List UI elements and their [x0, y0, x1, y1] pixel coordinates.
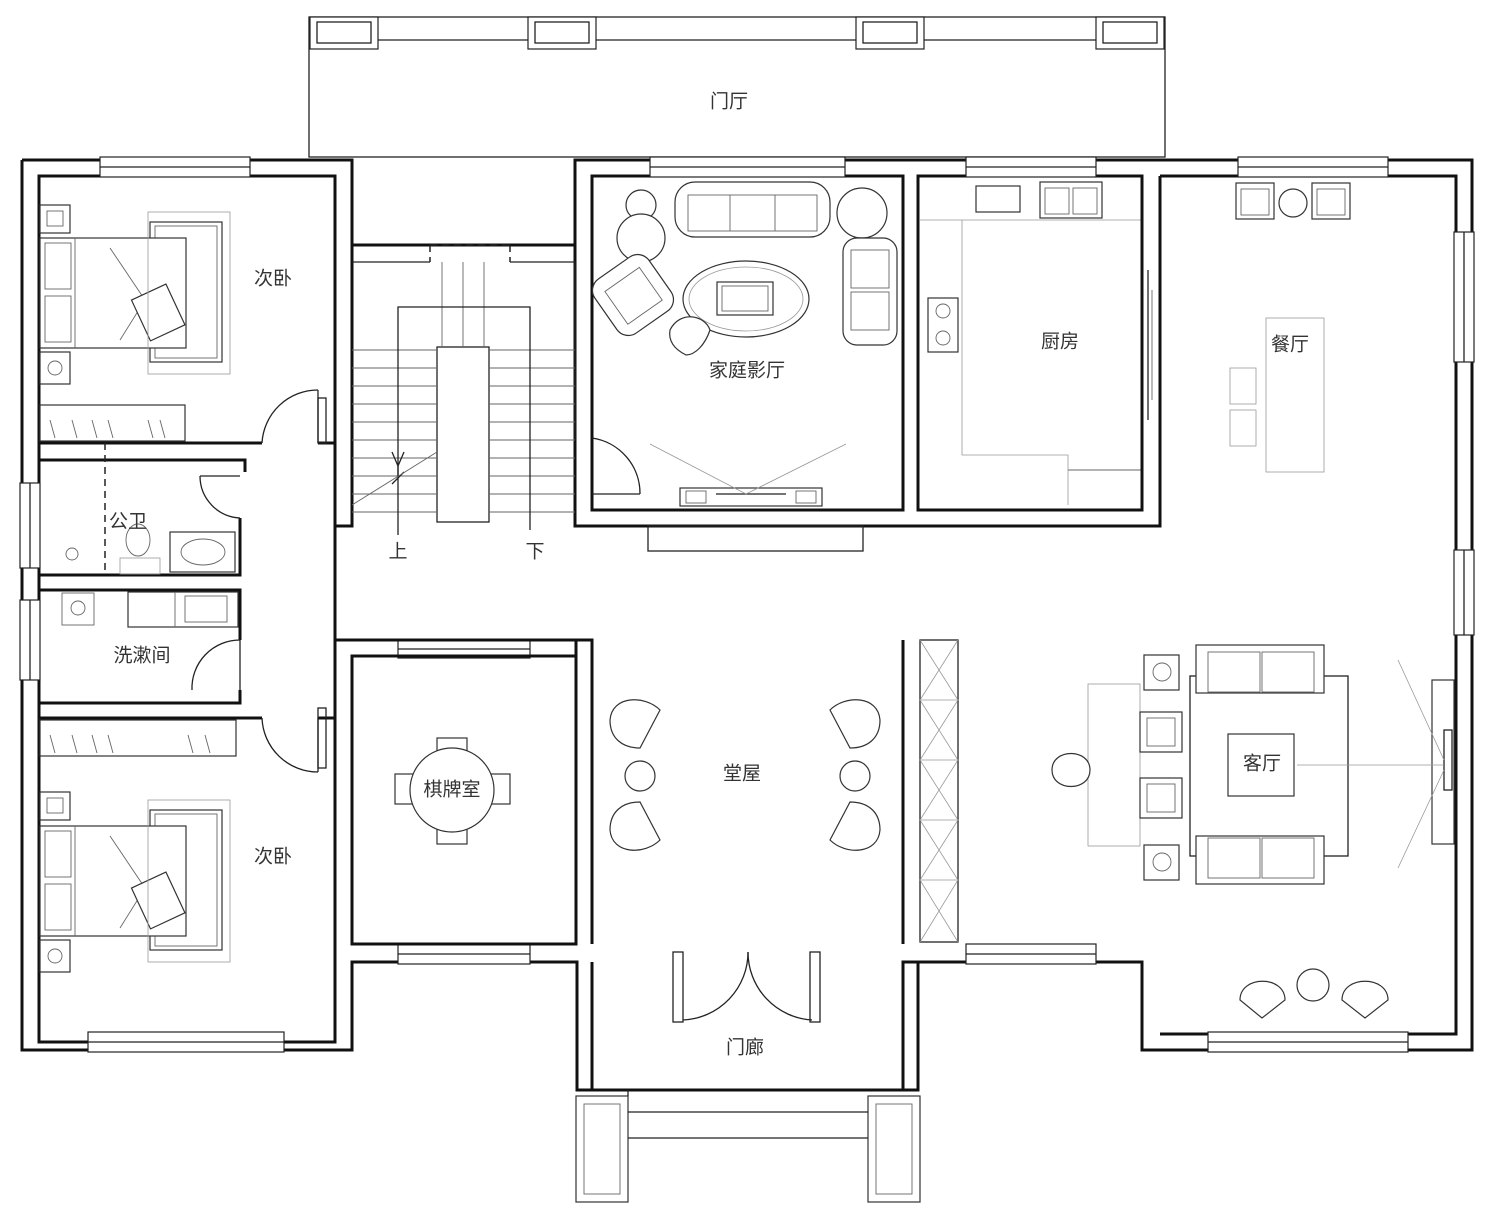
staircase: [351, 244, 576, 535]
room-label-main-hall: 堂屋: [723, 763, 761, 785]
room-label-porch: 门廊: [726, 1037, 764, 1059]
room-label-dining: 餐厅: [1271, 334, 1309, 356]
room-label-living-room: 客厅: [1243, 753, 1281, 775]
room-label-foyer: 门厅: [710, 91, 748, 113]
left-wing-partitions: [39, 397, 337, 769]
living-room-furniture: [1051, 644, 1455, 1019]
mahjong-room: [335, 638, 578, 946]
room-label-home-theater: 家庭影厅: [709, 360, 785, 382]
room-label-mahjong-room: 棋牌室: [423, 779, 480, 801]
main-hall-furniture: [576, 638, 959, 944]
laundry-fixtures: [61, 591, 239, 628]
room-label-bedroom-bottom: 次卧: [254, 846, 292, 868]
public-wc-fixtures: [65, 443, 236, 575]
bedroom-top-furniture: [39, 204, 231, 442]
bedroom-bottom-furniture: [39, 719, 237, 973]
dining-furniture: [1229, 182, 1351, 473]
room-label-kitchen: 厨房: [1041, 331, 1079, 353]
room-label-laundry: 洗漱间: [113, 645, 170, 667]
foyer-canopy: [308, 16, 1166, 158]
porch: [575, 1090, 921, 1203]
doors: [191, 389, 821, 1023]
room-label-bedroom-top: 次卧: [254, 268, 292, 290]
stair-label-down: 下: [525, 541, 544, 563]
home-theater-furniture: [591, 181, 898, 552]
kitchen-fixtures: [920, 176, 1153, 510]
stair-label-up: 上: [388, 541, 407, 563]
room-label-public-wc: 公卫: [109, 511, 147, 533]
windows: [19, 156, 1475, 1053]
